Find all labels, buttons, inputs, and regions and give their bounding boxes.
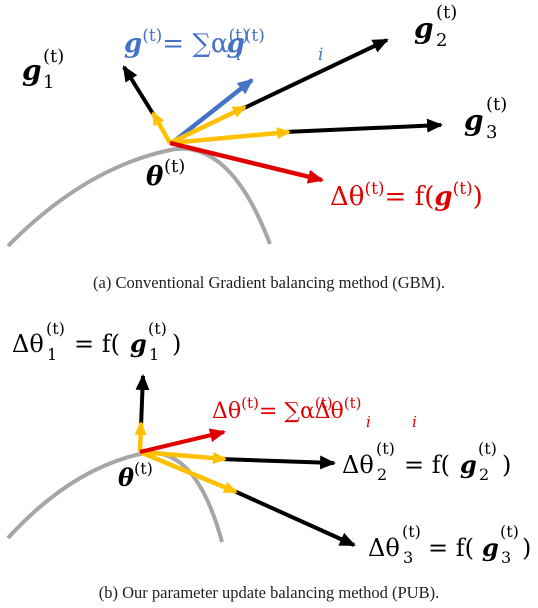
caption-b: (b) Our parameter update balancing metho… (99, 583, 439, 602)
label-update-1-sup: (t) (46, 319, 65, 338)
label-update-1-rhs: = f( (74, 330, 120, 358)
label-g1-sup: (t) (43, 46, 64, 67)
label-combined-update-sub-i-2: i (412, 413, 417, 431)
label-combined-sub-i: i (236, 45, 241, 65)
label-theta-b-sup: (t) (134, 459, 153, 478)
scaled-g2-arrow (169, 104, 247, 146)
label-theta-b: θ (118, 463, 134, 492)
label-update-3-close: ) (522, 534, 531, 562)
label-combined-update: Δθ(t)= ∑α(t)Δθ(t) (212, 394, 361, 424)
label-update-2-close: ) (502, 451, 511, 479)
loss-curve-a (6, 146, 272, 248)
combined-gradient-arrow (170, 78, 254, 145)
label-update-1-g: g (130, 329, 147, 358)
label-update-1-g-sub: 1 (149, 345, 159, 364)
label-update-a: Δθ(t)= f(g(t)) (330, 179, 483, 212)
label-combined-sub-i-2: i (318, 45, 323, 65)
label-update-1: Δθ (12, 330, 44, 358)
label-update-1-g-sup: (t) (148, 319, 167, 338)
label-update-2-sub: 2 (377, 465, 387, 484)
scaled-update-1-arrow (134, 421, 147, 453)
label-update-2-g: g (460, 450, 477, 479)
label-update-3-sup: (t) (402, 522, 421, 541)
label-theta-a-sup: (t) (164, 156, 185, 177)
scaled-update-2-arrow (139, 449, 227, 464)
label-update-2: Δθ (342, 451, 374, 479)
panel-b: Δθ (t) 1 = f( g (t) 1 ) Δθ(t)= ∑α(t)Δθ(t… (6, 319, 531, 602)
label-update-2-rhs: = f( (404, 451, 450, 479)
update-1-arrow (135, 374, 150, 428)
label-theta-a: θ (146, 162, 164, 192)
caption-a: (a) Conventional Gradient balancing meth… (93, 273, 445, 292)
label-update-3-g-sub: 3 (501, 548, 511, 567)
gradient-g2-arrow (239, 38, 389, 112)
update-3-arrow (231, 488, 356, 547)
label-update-3-sub: 3 (403, 548, 413, 567)
combined-update-arrow (139, 428, 226, 454)
label-g3-sup: (t) (486, 94, 507, 115)
label-update-3: Δθ (368, 534, 400, 562)
label-combined-update-sub-i: i (366, 413, 371, 431)
gradient-g1-arrow (122, 65, 157, 119)
label-update-3-g: g (482, 533, 499, 562)
scaled-g1-arrow (151, 111, 172, 145)
label-update-2-sup: (t) (376, 439, 395, 458)
label-update-1-close: ) (172, 330, 181, 358)
label-g2-sub: 2 (436, 30, 447, 51)
label-update-2-g-sub: 2 (479, 465, 489, 484)
update-arrow-a (169, 140, 324, 184)
label-g2: g (414, 12, 434, 45)
label-g3: g (464, 104, 484, 137)
scaled-g3-arrow (169, 127, 291, 146)
gradient-g3-arrow (284, 118, 443, 134)
label-update-3-rhs: = f( (428, 534, 474, 562)
update-2-arrow (219, 455, 336, 470)
loss-curve-b (6, 450, 224, 543)
panel-a: g(t)= ∑α(t)g(t) i i g (t) 1 g (t) 2 g (t… (6, 2, 507, 292)
label-g2-sup: (t) (436, 2, 457, 23)
label-update-1-sub: 1 (47, 345, 57, 364)
label-g1: g (22, 54, 42, 87)
label-update-3-g-sup: (t) (500, 522, 519, 541)
label-g1-sub: 1 (43, 72, 54, 93)
label-update-2-g-sup: (t) (478, 439, 497, 458)
scaled-update-3-arrow (139, 449, 238, 495)
label-g3-sub: 3 (486, 122, 497, 143)
label-combined-gradient: g(t)= ∑α(t)g(t) (124, 26, 265, 59)
